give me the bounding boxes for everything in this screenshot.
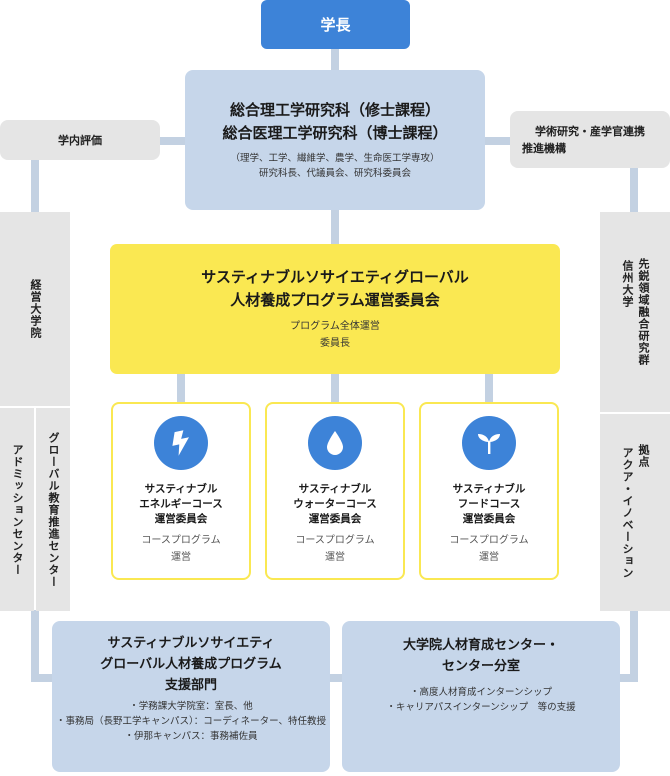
food-course-line2: フードコース xyxy=(457,498,521,510)
connector-grad-committee xyxy=(331,208,339,246)
connector-right-bottom-horizontal xyxy=(614,674,638,682)
graduate-school-departments: （理学、工学、繊維学、農学、生命医工学専攻） xyxy=(230,153,440,164)
connector-president-grad xyxy=(331,48,339,72)
connector-committee-course-2 xyxy=(331,372,339,404)
steering-committee-title-1: サスティナブルソサイエティグローバル xyxy=(201,268,469,286)
energy-course-sub2: 運営 xyxy=(170,552,191,563)
support-dept-title-3: 支援部門 xyxy=(164,678,217,693)
graduate-school-title-2: 総合医理工学研究科（博士課程） xyxy=(222,124,448,142)
course-box-food: サスティナブル フードコース 運営委員会 コースプログラム 運営 xyxy=(419,402,559,580)
connector-committee-course-3 xyxy=(485,372,493,404)
graduate-school-box: 総合理工学研究科（修士課程） 総合医理工学研究科（博士課程） （理学、工学、繊維… xyxy=(185,70,485,210)
management-grad-box: 経営大学院 xyxy=(0,212,70,406)
hr-center-item: ・キャリアパスインターンシップ 等の支援 xyxy=(386,702,576,713)
global-education-box: グローバル教育推進センター xyxy=(36,408,70,611)
industry-collab-box: 学術研究・産学官連携 推進機構 xyxy=(510,111,670,168)
water-course-line1: サスティナブル xyxy=(298,483,372,495)
energy-course-line1: サスティナブル xyxy=(144,483,218,495)
connector-committee-course-1 xyxy=(177,372,185,404)
sprout-icon xyxy=(462,416,516,470)
connector-left-bottom-vertical xyxy=(31,610,39,680)
food-course-sub2: 運営 xyxy=(478,552,499,563)
connector-eval-grad xyxy=(158,137,186,145)
aqua-innovation-line1: アクア・イノベーション xyxy=(621,446,634,579)
water-course-line2: ウォーターコース xyxy=(293,498,377,510)
aqua-innovation-box: アクア・イノベーション 拠点 xyxy=(600,414,670,611)
energy-course-line2: エネルギーコース xyxy=(139,498,223,510)
hr-center-title-2: センター分室 xyxy=(441,659,520,674)
support-dept-title-1: サスティナブルソサイエティ xyxy=(107,636,275,651)
advanced-research-box: 信州大学 先鋭領域融合研究群 xyxy=(600,212,670,412)
food-course-sub1: コースプログラム xyxy=(449,535,529,546)
lightning-icon xyxy=(154,416,208,470)
water-course-sub2: 運営 xyxy=(324,552,345,563)
support-dept-item: ・事務局（長野工学キャンパス）：コーディネーター、特任教授 xyxy=(56,716,326,727)
president-box: 学長 xyxy=(261,0,410,49)
water-drop-icon xyxy=(308,416,362,470)
support-dept-title-2: グローバル人材養成プログラム xyxy=(100,657,282,672)
steering-committee-role: プログラム全体運営 xyxy=(290,321,380,332)
energy-course-line3: 運営委員会 xyxy=(154,513,208,525)
global-education-label: グローバル教育推進センター xyxy=(47,431,60,588)
internal-evaluation-label: 学内評価 xyxy=(58,134,102,147)
support-dept-item: ・伊那キャンパス：事務補佐員 xyxy=(124,731,258,742)
connector-grad-collab xyxy=(484,137,512,145)
industry-collab-line1: 学術研究・産学官連携 xyxy=(535,124,645,138)
aqua-innovation-line2: 拠点 xyxy=(637,444,650,468)
steering-committee-chair: 委員長 xyxy=(319,338,350,349)
support-dept-item: ・学務課大学院室：室長、他 xyxy=(129,701,253,712)
connector-bottom-middle xyxy=(328,674,344,682)
graduate-school-title-1: 総合理工学研究科（修士課程） xyxy=(229,101,440,119)
support-dept-box: サスティナブルソサイエティ グローバル人材養成プログラム 支援部門 ・学務課大学… xyxy=(52,621,330,772)
advanced-research-line2: 先鋭領域融合研究群 xyxy=(637,258,650,366)
connector-collab-down xyxy=(630,166,638,214)
graduate-school-bodies: 研究科長、代議員会、研究科委員会 xyxy=(258,168,411,179)
food-course-line1: サスティナブル xyxy=(452,483,526,495)
advanced-research-line1: 信州大学 xyxy=(621,260,634,308)
president-label: 学長 xyxy=(320,16,351,34)
steering-committee-box: サスティナブルソサイエティグローバル 人材養成プログラム運営委員会 プログラム全… xyxy=(110,244,560,374)
hr-center-box: 大学院人材育成センター・ センター分室 ・高度人材育成インターンシップ ・キャリ… xyxy=(342,621,620,772)
steering-committee-title-2: 人材養成プログラム運営委員会 xyxy=(230,291,440,309)
admission-center-label: アドミッションセンター xyxy=(11,443,24,576)
food-course-line3: 運営委員会 xyxy=(462,513,516,525)
admission-center-box: アドミッションセンター xyxy=(0,408,34,611)
management-grad-label: 経営大学院 xyxy=(29,279,42,339)
course-box-energy: サスティナブル エネルギーコース 運営委員会 コースプログラム 運営 xyxy=(111,402,251,580)
connector-eval-down xyxy=(31,158,39,214)
course-box-water: サスティナブル ウォーターコース 運営委員会 コースプログラム 運営 xyxy=(265,402,405,580)
water-course-line3: 運営委員会 xyxy=(308,513,362,525)
water-course-sub1: コースプログラム xyxy=(295,535,375,546)
connector-right-bottom-vertical xyxy=(630,610,638,680)
hr-center-title-1: 大学院人材育成センター・ xyxy=(402,638,559,653)
energy-course-sub1: コースプログラム xyxy=(141,535,221,546)
connector-left-bottom-horizontal xyxy=(31,674,55,682)
internal-evaluation-box: 学内評価 xyxy=(0,120,160,160)
hr-center-item: ・高度人材育成インターンシップ xyxy=(409,687,553,698)
industry-collab-line2: 推進機構 xyxy=(522,141,566,155)
